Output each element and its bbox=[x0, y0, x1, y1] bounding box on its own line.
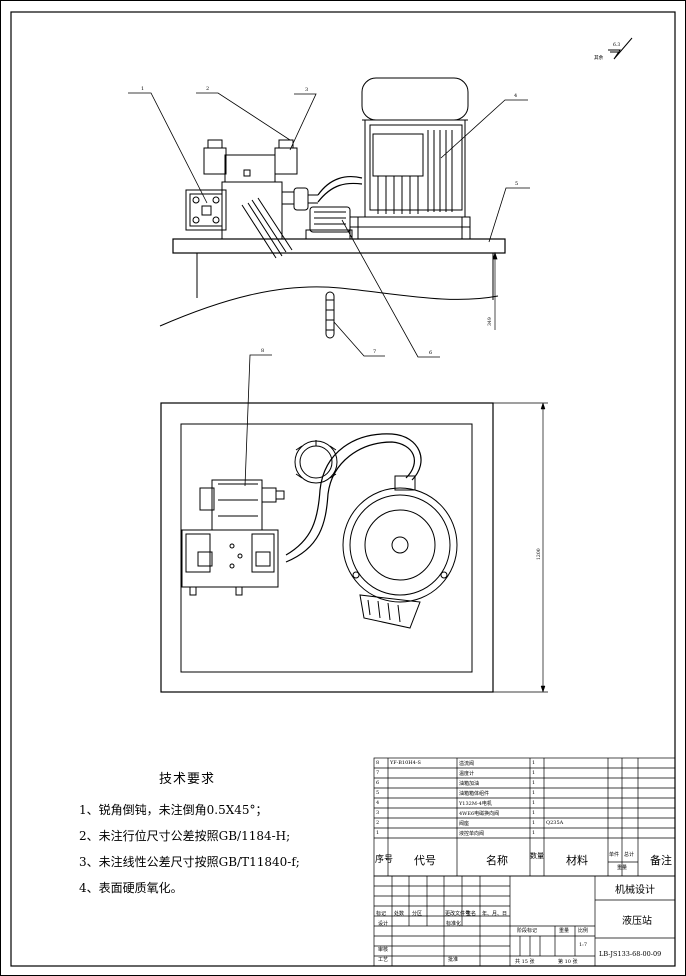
bom-qty: 1 bbox=[532, 760, 536, 766]
bom-no: 4 bbox=[376, 800, 380, 806]
tb-sign: 签名 bbox=[466, 911, 477, 917]
tb-sheets: 共 15 张 bbox=[515, 959, 535, 965]
bom-no: 1 bbox=[376, 830, 380, 836]
bom-name: 溢流阀 bbox=[459, 761, 475, 767]
svg-text:其余: 其余 bbox=[594, 54, 604, 61]
balloon-1: 1 bbox=[141, 86, 144, 92]
bom-name: 油箱箱体组件 bbox=[459, 791, 490, 797]
balloon-7: 7 bbox=[373, 349, 376, 355]
bom-no: 6 bbox=[376, 780, 380, 786]
bom-qty: 1 bbox=[532, 820, 536, 826]
balloon-8: 8 bbox=[261, 348, 264, 354]
tb-change-doc: 更改文件号 bbox=[445, 911, 471, 917]
tech-req-item: 1、锐角倒钝，未注倒角0.5X45°； bbox=[79, 803, 268, 817]
bom-no: 8 bbox=[376, 760, 380, 766]
bom-qty: 1 bbox=[532, 800, 536, 806]
bom-qty: 1 bbox=[532, 790, 536, 796]
drawing-frame bbox=[10, 11, 676, 967]
tb-process: 工艺 bbox=[378, 957, 389, 963]
bom-code: YF-B10H4-S bbox=[390, 760, 421, 766]
balloon-6: 6 bbox=[429, 350, 432, 356]
bom-header-remark: 备注 bbox=[650, 854, 672, 867]
tb-date: 年、月、日 bbox=[482, 911, 508, 917]
bom-name: Y132M-4电机 bbox=[459, 801, 492, 807]
bom-name: 4WE6电磁换向阀 bbox=[459, 811, 500, 817]
callouts: 1 2 3 4 5 6 7 8 bbox=[128, 86, 530, 487]
title-block bbox=[373, 875, 676, 967]
tb-mark: 标记 bbox=[376, 911, 387, 917]
balloon-5: 5 bbox=[515, 181, 518, 187]
bom-name: 油箱加油 bbox=[459, 781, 480, 787]
bom-no: 3 bbox=[376, 810, 380, 816]
bom-qty: 1 bbox=[532, 830, 536, 836]
top-view: 1200 bbox=[160, 402, 548, 693]
tb-drawing-name: 液压站 bbox=[622, 916, 652, 927]
tb-ratio: 比例 bbox=[578, 928, 589, 934]
tb-approve: 批准 bbox=[448, 957, 459, 963]
motor-top-outline bbox=[342, 487, 458, 603]
bom-header-material: 材料 bbox=[566, 854, 588, 867]
svg-text:1200: 1200 bbox=[536, 548, 542, 560]
tb-zone: 分区 bbox=[412, 911, 423, 917]
tb-scale: 1:7 bbox=[579, 942, 588, 948]
technical-requirements: 技术要求 1、锐角倒钝，未注倒角0.5X45°； 2、未注行位尺寸公差按照GB/… bbox=[79, 768, 379, 901]
bom-material: Q235A bbox=[546, 820, 564, 826]
surface-roughness-mark: 其余 6.3 bbox=[594, 37, 633, 61]
balloon-2: 2 bbox=[206, 86, 209, 92]
tb-drawing-no: LB-JS133-68-00-09 bbox=[599, 950, 662, 958]
bom-header-name: 名称 bbox=[486, 854, 508, 867]
front-view bbox=[159, 77, 506, 339]
tb-design: 设计 bbox=[378, 921, 389, 927]
bom-name: 温度计 bbox=[459, 771, 475, 777]
height-dimension: 349 bbox=[487, 251, 498, 330]
filler-cap bbox=[309, 206, 351, 233]
bom-qty: 1 bbox=[532, 810, 536, 816]
bom-name: 液控单向阀 bbox=[459, 831, 485, 837]
bom-table bbox=[373, 757, 676, 877]
balloon-4: 4 bbox=[514, 93, 517, 99]
tb-weight: 重量 bbox=[559, 928, 570, 934]
tb-company: 机械设计 bbox=[615, 885, 655, 896]
bom-header-qty: 数量 bbox=[530, 852, 544, 860]
level-gauge bbox=[325, 291, 335, 339]
bom-no: 2 bbox=[376, 820, 380, 826]
tech-req-item: 4、表面硬质氧化。 bbox=[79, 881, 183, 895]
bom-no: 5 bbox=[376, 790, 380, 796]
tb-stage-mark: 阶段标记 bbox=[517, 928, 538, 934]
tech-req-title: 技术要求 bbox=[159, 772, 216, 787]
tb-review: 审核 bbox=[378, 947, 389, 953]
bom-qty: 1 bbox=[532, 770, 536, 776]
bom-header-total: 总计 bbox=[624, 852, 635, 858]
tech-req-item: 3、未注线性公差尺寸按照GB/T11840-f; bbox=[79, 855, 300, 869]
bom-header-unit: 单件 bbox=[609, 852, 620, 858]
bom-no: 7 bbox=[376, 770, 380, 776]
tb-sheet: 第 10 张 bbox=[558, 959, 578, 965]
bom-qty: 1 bbox=[532, 780, 536, 786]
tb-standard: 标准化 bbox=[446, 921, 462, 927]
svg-text:349: 349 bbox=[487, 317, 493, 326]
balloon-3: 3 bbox=[305, 87, 308, 93]
tb-count: 处数 bbox=[394, 911, 405, 917]
bom-name: 阀座 bbox=[459, 821, 470, 827]
svg-text:6.3: 6.3 bbox=[613, 42, 620, 48]
bom-header-code: 代号 bbox=[414, 854, 436, 867]
bom-header-weight: 重量 bbox=[617, 865, 628, 871]
bom-header-no: 序号 bbox=[375, 855, 394, 865]
tech-req-item: 2、未注行位尺寸公差按照GB/1184-H; bbox=[79, 829, 291, 843]
